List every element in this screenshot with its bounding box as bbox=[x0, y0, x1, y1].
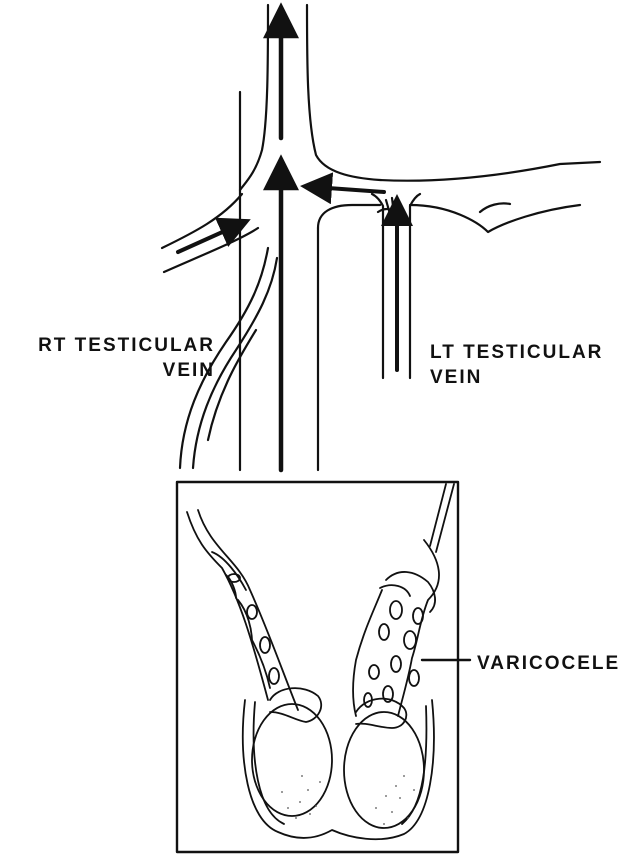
lt-testicular-vein-label: LT TESTICULAR VEIN bbox=[430, 340, 603, 390]
flow-arrows bbox=[178, 18, 397, 470]
right-renal-arrow bbox=[178, 225, 238, 252]
left-testis bbox=[344, 712, 424, 828]
right-renal-vein bbox=[162, 194, 258, 272]
varicocele-label: VARICOCELE bbox=[477, 651, 620, 676]
lt-label-line1: LT TESTICULAR bbox=[430, 340, 603, 365]
right-testis bbox=[252, 704, 332, 816]
rt-label-line1: RT TESTICULAR bbox=[10, 333, 215, 358]
rt-testicular-vein-label: RT TESTICULAR VEIN bbox=[10, 333, 215, 383]
testis-stippling bbox=[281, 775, 415, 825]
scrotum-inset-frame bbox=[177, 482, 458, 852]
scrotum-inset bbox=[187, 484, 454, 839]
rt-label-line2: VEIN bbox=[10, 358, 215, 383]
left-renal-arrow bbox=[314, 187, 384, 192]
vena-cava bbox=[240, 5, 600, 470]
lt-label-line2: VEIN bbox=[430, 365, 603, 390]
